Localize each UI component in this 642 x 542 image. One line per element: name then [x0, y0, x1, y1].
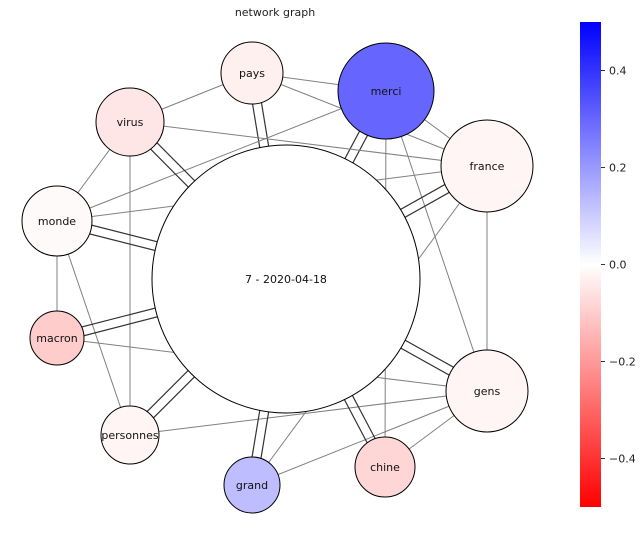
- node-france[interactable]: france: [440, 119, 534, 213]
- node-center[interactable]: 7 - 2020-04-18: [151, 144, 421, 414]
- node-label-monde: monde: [38, 215, 76, 228]
- node-circle-virus: [95, 87, 165, 157]
- node-virus[interactable]: virus: [95, 87, 165, 157]
- node-pays[interactable]: pays: [220, 41, 284, 105]
- node-circle-merci: [337, 42, 435, 140]
- node-label-pays: pays: [239, 67, 265, 80]
- node-merci[interactable]: merci: [337, 42, 435, 140]
- node-layer: 7 - 2020-04-18 pays merci france gens chine gr…: [21, 41, 534, 514]
- colorbar-tick-label: 0.2: [609, 162, 627, 175]
- colorbar-tick-label: −0.4: [609, 453, 636, 466]
- node-circle-france: [440, 119, 534, 213]
- node-circle-gens: [445, 349, 529, 433]
- node-gens[interactable]: gens: [445, 349, 529, 433]
- node-circle-chine: [354, 436, 416, 498]
- colorbar-ticks: 0.4 0.2 0.0 −0.2 −0.4: [601, 65, 636, 466]
- node-label-macron: macron: [36, 332, 78, 345]
- colorbar-tick-label: −0.2: [609, 356, 636, 369]
- edge-gens-grand: [251, 390, 488, 486]
- node-chine[interactable]: chine: [354, 436, 416, 498]
- node-circle-center: [151, 144, 421, 414]
- node-grand[interactable]: grand: [223, 456, 281, 514]
- node-circle-pays: [220, 41, 284, 105]
- node-monde[interactable]: monde: [21, 185, 93, 257]
- node-macron[interactable]: macron: [29, 310, 85, 366]
- colorbar: 0.4 0.2 0.0 −0.2 −0.4: [580, 22, 636, 507]
- node-label-chine: chine: [370, 461, 400, 474]
- edge-merci-monde: [56, 90, 387, 222]
- edge-gens-personnes: [129, 390, 488, 436]
- node-label-gens: gens: [474, 385, 501, 398]
- colorbar-tick-label: 0.0: [609, 259, 627, 272]
- node-label-personnes: personnes: [101, 429, 158, 442]
- colorbar-gradient: [580, 22, 601, 507]
- node-circle-monde: [21, 185, 93, 257]
- chart-title: network graph: [235, 6, 315, 19]
- colorbar-tick-label: 0.4: [609, 65, 627, 78]
- node-label-center: 7 - 2020-04-18: [245, 273, 327, 286]
- edge-personnes-monde: [56, 220, 131, 436]
- node-label-merci: merci: [371, 85, 402, 98]
- edge-france-virus: [129, 121, 488, 167]
- node-circle-grand: [223, 456, 281, 514]
- node-circle-personnes: [100, 405, 160, 465]
- edge-merci-gens: [385, 90, 488, 392]
- node-label-france: france: [470, 160, 505, 173]
- node-personnes[interactable]: personnes: [100, 405, 160, 465]
- node-label-virus: virus: [117, 116, 144, 129]
- node-label-grand: grand: [236, 479, 268, 492]
- node-circle-macron: [29, 310, 85, 366]
